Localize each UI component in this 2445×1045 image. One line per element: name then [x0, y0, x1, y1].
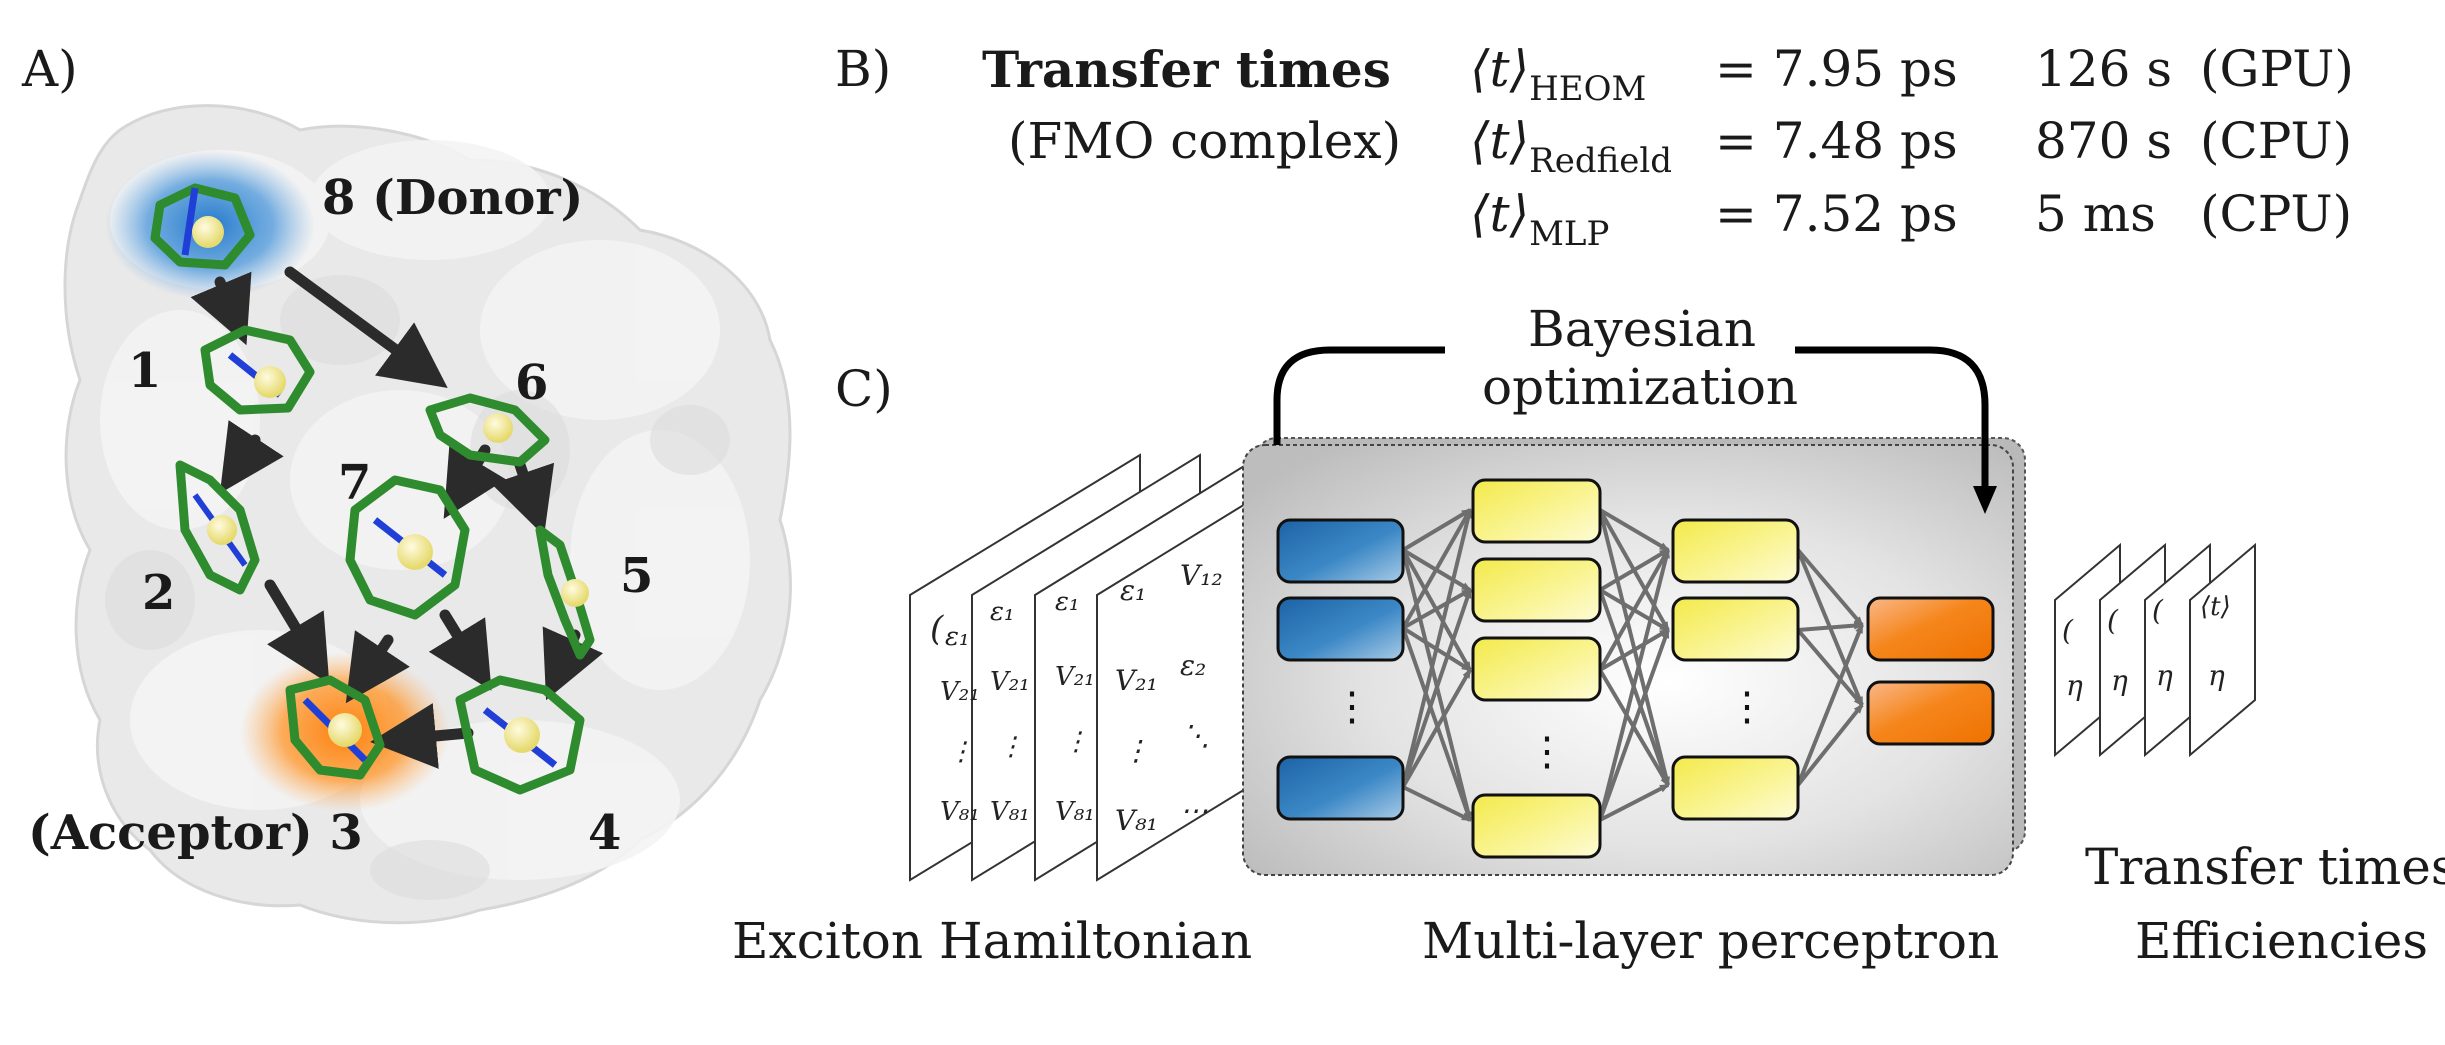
value-redfield: = 7.48 ps — [1715, 112, 1958, 170]
bayesian-loop-arrow — [1273, 346, 1985, 500]
input-node — [1276, 755, 1405, 821]
svg-text:V₁₂: V₁₂ — [1180, 559, 1223, 592]
value-heom: = 7.95 ps — [1715, 40, 1958, 98]
svg-text:(: ( — [2062, 614, 2074, 647]
method-redfield: Redfield — [1529, 141, 1673, 181]
bayesian-label-line2: optimization — [1482, 358, 1799, 416]
matrix-entries: (ε₁ V₂₁ ⋮ V₈₁ ε₁ V₂₁ ⋮ V₈₁ ε₁ V₂₁ ⋮ V₈₁ … — [930, 559, 1223, 837]
site-label-3-acceptor: (Acceptor) 3 — [28, 805, 363, 861]
hidden-node — [1671, 596, 1800, 662]
input-caption: Exciton Hamiltonian — [732, 912, 1253, 970]
svg-text:⋮: ⋮ — [1063, 727, 1089, 757]
hidden-node — [1471, 478, 1602, 544]
site-label-2: 2 — [142, 565, 176, 621]
mean-time-symbol: ⟨t⟩ — [1470, 185, 1530, 243]
input-node — [1276, 518, 1405, 584]
svg-text:V₂₁: V₂₁ — [940, 677, 980, 707]
svg-text:V₈₁: V₈₁ — [1115, 804, 1158, 837]
hidden-node — [1671, 518, 1800, 584]
svg-text:V₈₁: V₈₁ — [940, 797, 980, 827]
mean-time-symbol: ⟨t⟩ — [1470, 112, 1530, 170]
svg-text:V₂₁: V₂₁ — [1115, 664, 1158, 697]
hardware-heom: (GPU) — [2200, 40, 2354, 98]
site-label-4: 4 — [588, 805, 622, 861]
panel-c-label: C) — [835, 360, 893, 418]
svg-text:V₂₁: V₂₁ — [990, 667, 1030, 697]
mlp-edges — [1401, 508, 1864, 822]
svg-text:⋮: ⋮ — [948, 737, 974, 767]
svg-text:η: η — [2066, 669, 2083, 702]
svg-text:ε₁: ε₁ — [945, 622, 969, 652]
site-label-6: 6 — [515, 355, 549, 411]
svg-text:(: ( — [2107, 604, 2119, 637]
site-label-7: 7 — [338, 455, 372, 511]
runtime-mlp: 5 ms — [2035, 185, 2156, 243]
runtime-redfield: 870 s — [2035, 112, 2172, 170]
result-row-heom: ⟨t⟩HEOM — [1470, 40, 1646, 109]
result-row-mlp: ⟨t⟩MLP — [1470, 185, 1609, 254]
hardware-redfield: (CPU) — [2200, 112, 2353, 170]
svg-text:ε₁: ε₁ — [990, 597, 1014, 627]
svg-text:η: η — [2156, 659, 2173, 692]
site-label-8-donor: 8 (Donor) — [322, 170, 584, 226]
site-label-1: 1 — [128, 343, 162, 399]
site-label-5: 5 — [620, 548, 654, 604]
hidden-node — [1671, 755, 1800, 821]
input-ellipsis: ⋮ — [1332, 684, 1372, 730]
mean-time-symbol: ⟨t⟩ — [1470, 40, 1530, 98]
output-node — [1866, 596, 1995, 662]
panel-a-label: A) — [22, 40, 78, 98]
pigment-8 — [150, 183, 255, 270]
svg-text:ε₁: ε₁ — [1055, 587, 1079, 617]
svg-text:⋮: ⋮ — [998, 732, 1024, 762]
transfer-times-title: Transfer times — [982, 40, 1391, 99]
svg-text:V₈₁: V₈₁ — [990, 797, 1030, 827]
hardware-mlp: (CPU) — [2200, 185, 2353, 243]
protein-structure-illustration — [63, 104, 792, 925]
pigment-5 — [535, 525, 595, 660]
output-caption-line1: Transfer times, — [2085, 838, 2445, 896]
pigment-6 — [425, 393, 550, 467]
value-mlp: = 7.52 ps — [1715, 185, 1958, 243]
mlp-caption: Multi-layer perceptron — [1422, 912, 2000, 970]
runtime-heom: 126 s — [2035, 40, 2172, 98]
svg-text:⋮: ⋮ — [1122, 734, 1150, 767]
mlp-box — [1242, 444, 2014, 876]
transfer-times-subtitle: (FMO complex) — [1008, 112, 1402, 170]
result-row-redfield: ⟨t⟩Redfield — [1470, 112, 1672, 181]
svg-text:ε₂: ε₂ — [1180, 649, 1206, 682]
svg-text:⋯: ⋯ — [1180, 794, 1208, 827]
svg-text:V₈₁: V₈₁ — [1055, 797, 1095, 827]
method-heom: HEOM — [1529, 69, 1647, 109]
panel-b-label: B) — [835, 40, 892, 98]
output-vector-stack — [2054, 542, 2256, 758]
svg-text:⋱: ⋱ — [1182, 719, 1210, 752]
output-vector-entries: ( η ( η ( η ⟨t⟩ η — [2062, 592, 2231, 702]
hidden-node — [1471, 636, 1602, 702]
bayesian-label-line1: Bayesian — [1528, 300, 1757, 358]
svg-text:(: ( — [930, 609, 944, 649]
svg-text:(: ( — [2152, 594, 2164, 627]
method-mlp: MLP — [1529, 214, 1610, 254]
output-node — [1866, 680, 1995, 746]
svg-text:η: η — [2208, 659, 2225, 692]
hidden-ellipsis: ⋮ — [1727, 684, 1767, 730]
input-node — [1276, 596, 1405, 662]
svg-text:ε₁: ε₁ — [1120, 574, 1146, 607]
svg-text:η: η — [2111, 664, 2128, 697]
hidden-node — [1471, 557, 1602, 623]
output-caption-line2: Efficiencies — [2135, 912, 2429, 970]
hidden-ellipsis: ⋮ — [1527, 729, 1567, 775]
svg-text:⟨t⟩: ⟨t⟩ — [2200, 592, 2231, 622]
svg-text:V₂₁: V₂₁ — [1055, 662, 1095, 692]
hidden-node — [1471, 793, 1602, 859]
